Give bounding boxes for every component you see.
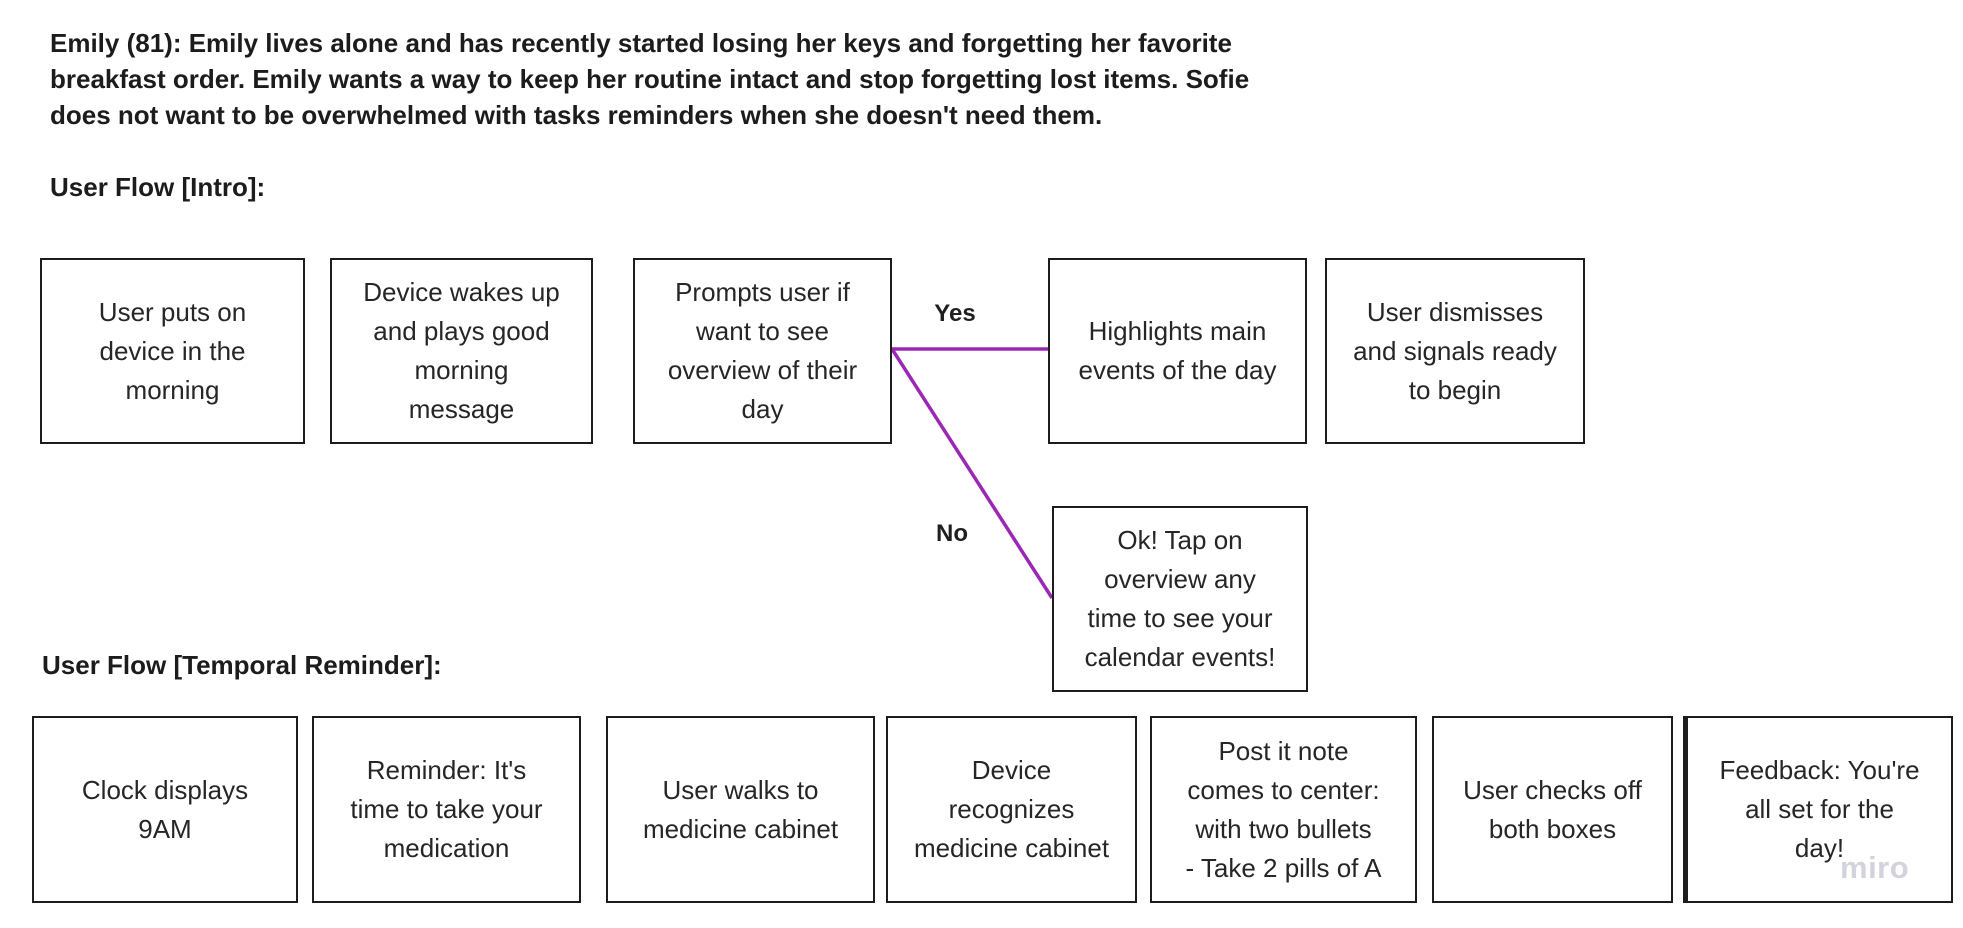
persona-line: Emily (81): Emily lives alone and has re… [50, 28, 1232, 58]
node-device-wakes-up[interactable]: Device wakes up and plays good morning m… [330, 258, 593, 444]
node-post-it-note[interactable]: Post it note comes to center: with two b… [1150, 716, 1417, 903]
node-text: Ok! Tap on overview any time to see your… [1084, 525, 1276, 672]
node-prompt-overview[interactable]: Prompts user if want to see overview of … [633, 258, 892, 444]
connector-label-yes: Yes [934, 300, 976, 327]
node-text: Prompts user if want to see overview of … [667, 277, 858, 424]
node-no-branch-message[interactable]: Ok! Tap on overview any time to see your… [1052, 506, 1308, 692]
node-recognize-cabinet[interactable]: Device recognizes medicine cabinet [886, 716, 1137, 903]
node-walk-to-cabinet[interactable]: User walks to medicine cabinet [606, 716, 875, 903]
node-put-on-device[interactable]: User puts on device in the morning [40, 258, 305, 444]
intro-flow-heading: User Flow [Intro]: [50, 172, 266, 202]
node-text: User dismisses and signals ready to begi… [1353, 296, 1557, 405]
node-text: User walks to medicine cabinet [642, 774, 839, 844]
node-text: User checks off both boxes [1463, 774, 1642, 844]
temporal-flow-heading: User Flow [Temporal Reminder]: [42, 650, 442, 680]
node-text: Device recognizes medicine cabinet [913, 755, 1110, 863]
node-text: Highlights main events of the day [1078, 316, 1277, 385]
persona-line: breakfast order. Emily wants a way to ke… [50, 64, 1250, 94]
node-medication-reminder[interactable]: Reminder: It's time to take your medicat… [312, 716, 581, 903]
connector-label-no: No [936, 520, 968, 547]
node-text: Reminder: It's time to take your medicat… [350, 755, 543, 863]
node-highlights-events[interactable]: Highlights main events of the day [1048, 258, 1307, 444]
miro-watermark: miro [1840, 850, 1910, 885]
node-dismiss-ready[interactable]: User dismisses and signals ready to begi… [1325, 258, 1585, 444]
node-text: Device wakes up and plays good morning m… [363, 277, 560, 424]
node-check-boxes[interactable]: User checks off both boxes [1432, 716, 1673, 903]
connector-no-line[interactable] [890, 348, 1054, 599]
node-text: Clock displays 9AM [81, 774, 249, 844]
node-text: Feedback: You're all set for the day! [1719, 755, 1920, 863]
node-feedback-done[interactable]: Feedback: You're all set for the day! [1683, 716, 1953, 903]
node-clock-9am[interactable]: Clock displays 9AM [32, 716, 298, 903]
persona-line: does not want to be overwhelmed with tas… [50, 100, 1103, 130]
persona-description: Emily (81): Emily lives alone and has re… [50, 25, 1249, 133]
node-text: User puts on device in the morning [98, 296, 247, 405]
node-text: Post it note comes to center: with two b… [1185, 735, 1382, 883]
